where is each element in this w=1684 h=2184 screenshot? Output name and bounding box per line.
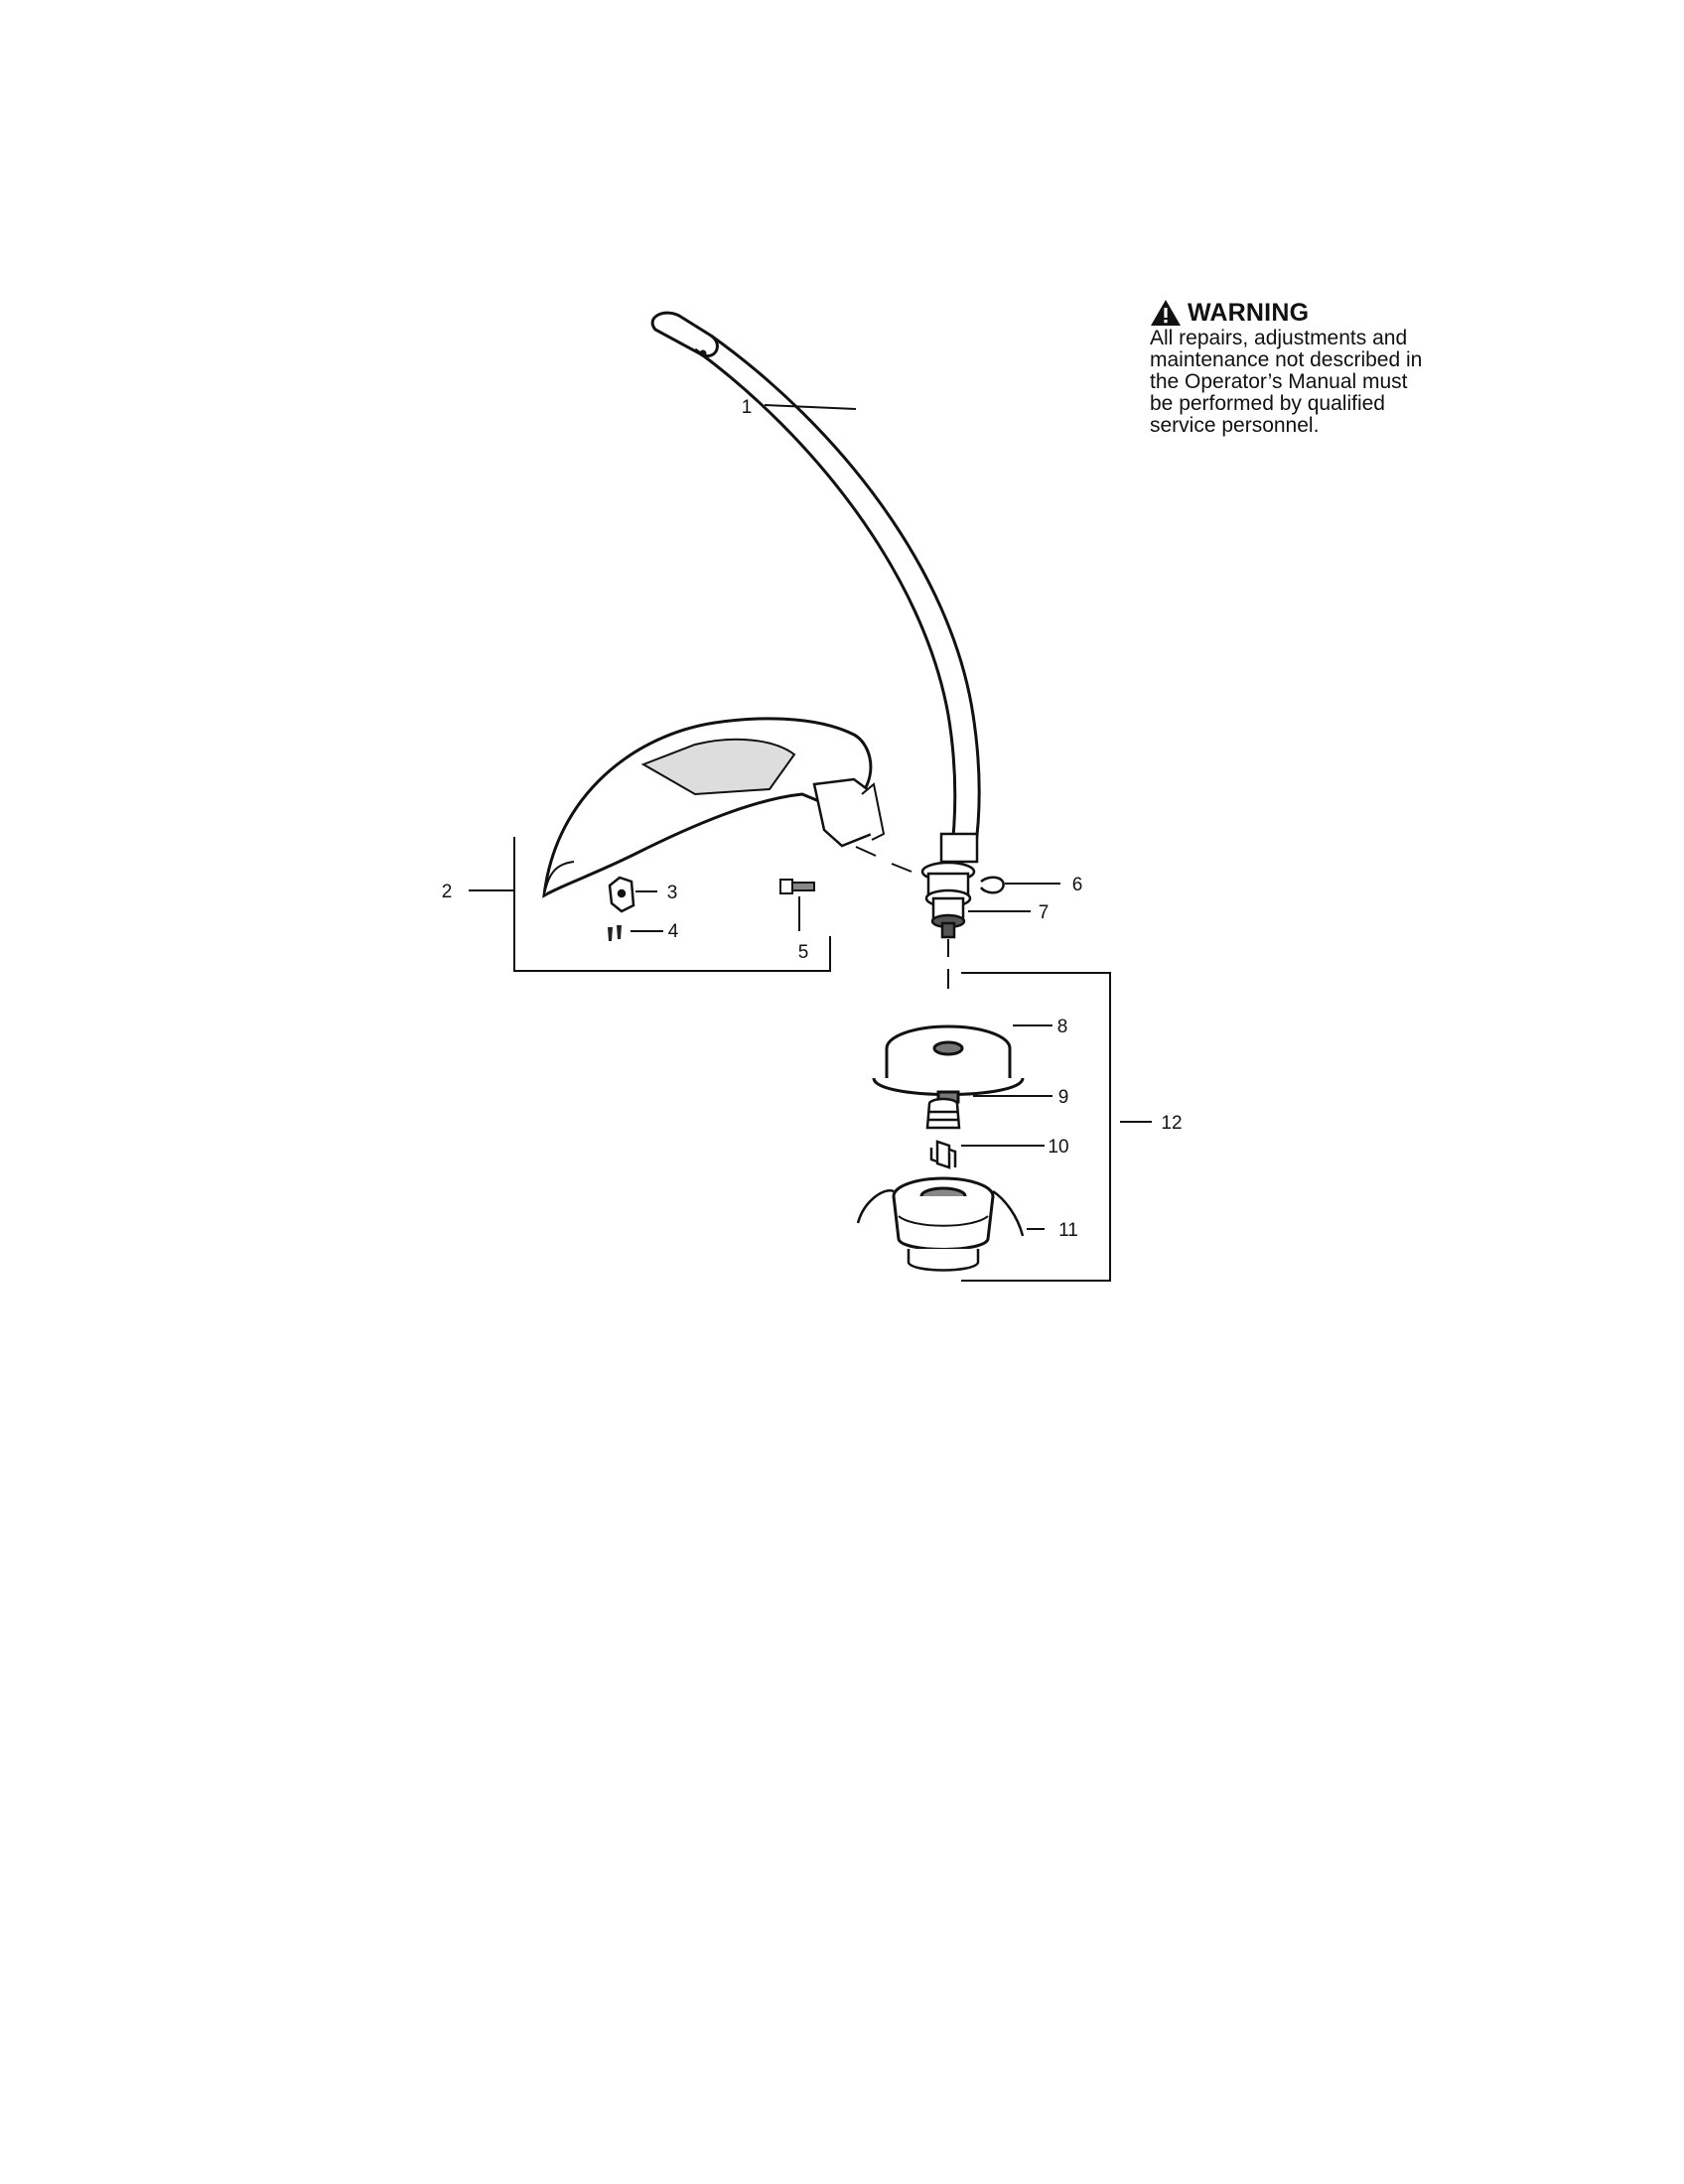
warning-line: maintenance not described in [1150,348,1423,371]
part-label-4: 4 [668,921,679,942]
leader-1 [764,404,857,410]
spool-with-line [856,1176,1025,1272]
part-label-8: 8 [1057,1017,1068,1037]
warning-notice: WARNING All repairs, adjustments and mai… [1150,296,1448,437]
warning-line: be performed by qualified [1150,392,1385,415]
warning-text: All repairs, adjustments and maintenance… [1150,328,1448,437]
part-label-5: 5 [798,942,809,963]
assembly-guide-lines [855,846,949,989]
part-label-11: 11 [1058,1220,1078,1241]
leader-lines [469,404,1152,1230]
guard-assembly [542,717,886,898]
spool-housing [872,1024,1025,1104]
part-labels: 1 2 3 4 5 6 7 8 9 10 11 12 [442,397,1183,1241]
warning-header: WARNING [1150,296,1448,330]
warning-line: service personnel. [1150,414,1320,437]
part-label-3: 3 [667,883,678,903]
assembly-brackets [513,837,1111,1282]
part-label-7: 7 [1039,902,1050,923]
warning-triangle-icon [1151,300,1181,326]
part-label-1: 1 [742,397,753,418]
warning-line: the Operator’s Manual must [1150,370,1408,393]
bolt [779,879,815,894]
bracket [608,876,635,913]
part-label-10: 10 [1048,1137,1068,1158]
part-label-12: 12 [1161,1113,1182,1134]
clamp [979,876,1005,894]
retainer [929,1140,957,1169]
warning-line: All repairs, adjustments and [1150,327,1408,349]
screws [608,925,622,941]
part-label-6: 6 [1072,875,1083,895]
part-label-9: 9 [1058,1087,1069,1108]
drive-shaft-adapter [920,861,976,939]
spring [925,1097,961,1130]
part-label-2: 2 [442,882,453,902]
warning-title: WARNING [1188,298,1310,327]
drive-shaft-tube [650,311,981,864]
